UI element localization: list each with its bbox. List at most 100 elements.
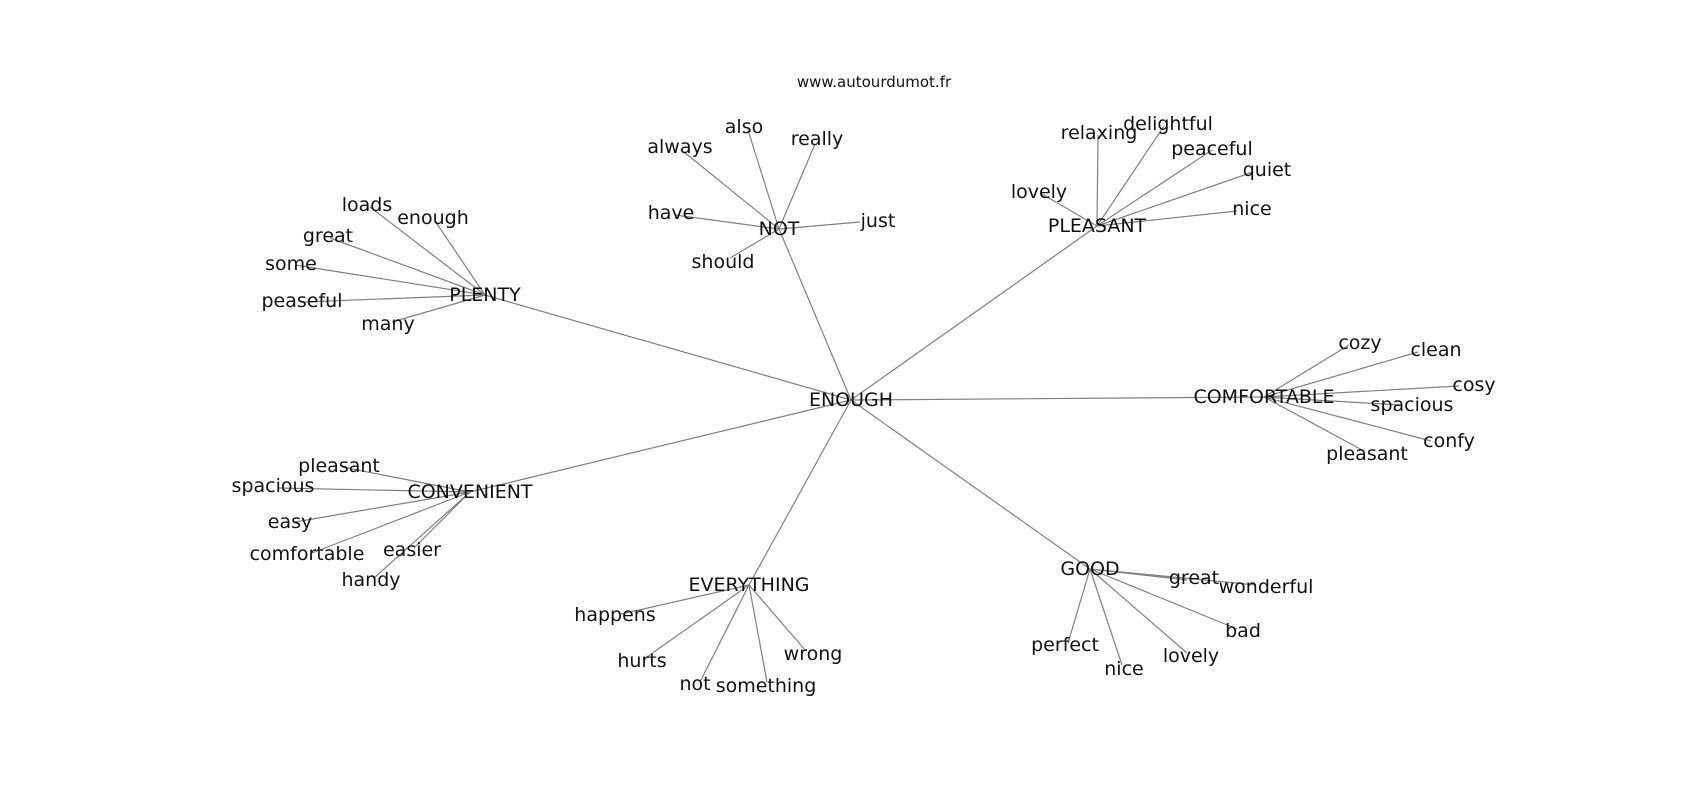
leaf-word-plenty: great <box>303 225 353 247</box>
cluster-node-comfortable: COMFORTABLE <box>1193 386 1334 408</box>
edge-pleasant-to-leaf <box>1096 171 1254 227</box>
edge-everything-to-leaf <box>699 584 750 683</box>
edge-comfortable-to-leaf <box>1263 344 1350 398</box>
edge-not-to-leaf <box>729 228 780 259</box>
edge-comfortable-to-leaf <box>1263 351 1419 398</box>
edge-not-to-leaf <box>778 143 816 230</box>
edge-convenient-to-leaf <box>294 491 471 523</box>
leaf-word-plenty: many <box>361 313 414 335</box>
leaf-word-everything: happens <box>574 604 655 626</box>
leaf-word-comfortable: cozy <box>1338 332 1381 354</box>
leaf-word-not: should <box>692 251 755 273</box>
edge-center-to-convenient <box>469 399 852 493</box>
edge-not-to-leaf <box>747 129 780 230</box>
leaf-word-convenient: easier <box>383 539 441 561</box>
leaf-word-plenty: loads <box>342 194 393 216</box>
leaf-word-convenient: easy <box>268 511 312 533</box>
edge-good-to-leaf <box>1089 568 1123 666</box>
edge-convenient-to-leaf <box>277 487 471 493</box>
edge-plenty-to-leaf <box>302 294 486 303</box>
edge-everything-to-leaf <box>643 584 750 660</box>
leaf-word-not: just <box>860 210 896 232</box>
edge-pleasant-to-leaf <box>1096 125 1165 227</box>
leaf-word-convenient: handy <box>341 569 400 591</box>
edge-good-to-leaf <box>1067 568 1091 644</box>
center-node: ENOUGH <box>809 389 893 411</box>
leaf-word-pleasant: lovely <box>1011 181 1067 203</box>
leaf-word-convenient: pleasant <box>298 455 380 477</box>
edge-center-to-everything <box>748 399 852 586</box>
source-url-label: www.autourdumot.fr <box>797 73 952 91</box>
leaf-word-not: really <box>791 128 844 150</box>
graph-edges <box>277 125 1460 683</box>
edge-comfortable-to-leaf <box>1263 385 1460 398</box>
edge-convenient-to-leaf <box>413 491 471 549</box>
leaf-word-everything: something <box>716 675 817 697</box>
leaf-word-plenty: peaseful <box>262 290 343 312</box>
edge-pleasant-to-leaf <box>1096 210 1238 227</box>
leaf-word-good: perfect <box>1031 634 1099 656</box>
leaf-word-plenty: some <box>265 253 317 275</box>
leaf-word-good: lovely <box>1163 645 1219 667</box>
edge-convenient-to-leaf <box>341 466 471 493</box>
leaf-word-comfortable: clean <box>1410 339 1461 361</box>
leaf-word-everything: wrong <box>784 643 843 665</box>
edge-not-to-leaf <box>683 151 780 230</box>
edge-everything-to-leaf <box>748 584 768 683</box>
edge-center-to-plenty <box>484 294 852 401</box>
edge-everything-to-leaf <box>748 584 807 652</box>
edge-pleasant-to-leaf <box>1096 149 1213 227</box>
leaf-word-not: also <box>725 116 763 138</box>
edge-comfortable-to-leaf <box>1263 396 1401 406</box>
cluster-node-good: GOOD <box>1060 558 1119 580</box>
edge-pleasant-to-leaf <box>1096 134 1099 227</box>
leaf-word-good: bad <box>1225 620 1261 642</box>
leaf-word-good: nice <box>1104 658 1143 680</box>
edge-everything-to-leaf <box>620 584 750 615</box>
leaf-word-pleasant: nice <box>1232 198 1271 220</box>
edge-comfortable-to-leaf <box>1263 396 1365 452</box>
cluster-node-pleasant: PLEASANT <box>1048 215 1147 237</box>
leaf-word-not: have <box>648 202 695 224</box>
leaf-word-pleasant: peaceful <box>1171 138 1253 160</box>
leaf-word-plenty: enough <box>397 207 469 229</box>
edge-plenty-to-leaf <box>434 220 486 296</box>
leaf-word-everything: hurts <box>617 650 666 672</box>
edge-plenty-to-leaf <box>391 294 486 323</box>
edge-not-to-leaf <box>674 214 780 230</box>
edge-good-to-leaf <box>1089 568 1257 586</box>
edge-good-to-leaf <box>1089 568 1238 630</box>
cluster-node-not: NOT <box>759 218 800 240</box>
leaf-word-comfortable: confy <box>1423 430 1475 452</box>
leaf-word-convenient: spacious <box>232 475 315 497</box>
leaf-word-comfortable: cosy <box>1452 374 1495 396</box>
leaf-word-comfortable: spacious <box>1371 394 1454 416</box>
edge-good-to-leaf <box>1089 568 1188 654</box>
leaf-word-pleasant: quiet <box>1243 159 1292 181</box>
edge-center-to-comfortable <box>850 396 1265 401</box>
cluster-node-plenty: PLENTY <box>449 284 521 306</box>
leaf-word-good: wonderful <box>1219 576 1314 598</box>
leaf-word-pleasant: delightful <box>1123 113 1213 135</box>
edge-center-to-good <box>850 399 1091 570</box>
cluster-node-everything: EVERYTHING <box>688 574 809 596</box>
leaf-word-comfortable: pleasant <box>1326 443 1408 465</box>
edge-comfortable-to-leaf <box>1263 396 1432 442</box>
edge-pleasant-to-leaf <box>1041 193 1098 227</box>
edge-center-to-pleasant <box>850 225 1098 401</box>
edge-convenient-to-leaf <box>311 491 471 554</box>
leaf-word-convenient: comfortable <box>250 543 365 565</box>
edge-plenty-to-leaf <box>369 206 486 296</box>
leaf-word-good: great <box>1169 567 1219 589</box>
cluster-node-convenient: CONVENIENT <box>407 481 532 503</box>
leaf-word-pleasant: relaxing <box>1061 122 1138 144</box>
leaf-word-everything: not <box>679 673 710 695</box>
edge-center-to-not <box>778 228 852 401</box>
edge-not-to-leaf <box>778 221 861 230</box>
edge-plenty-to-leaf <box>294 264 486 296</box>
edge-convenient-to-leaf <box>373 491 471 579</box>
leaf-word-not: always <box>647 136 712 158</box>
edge-plenty-to-leaf <box>329 237 486 296</box>
